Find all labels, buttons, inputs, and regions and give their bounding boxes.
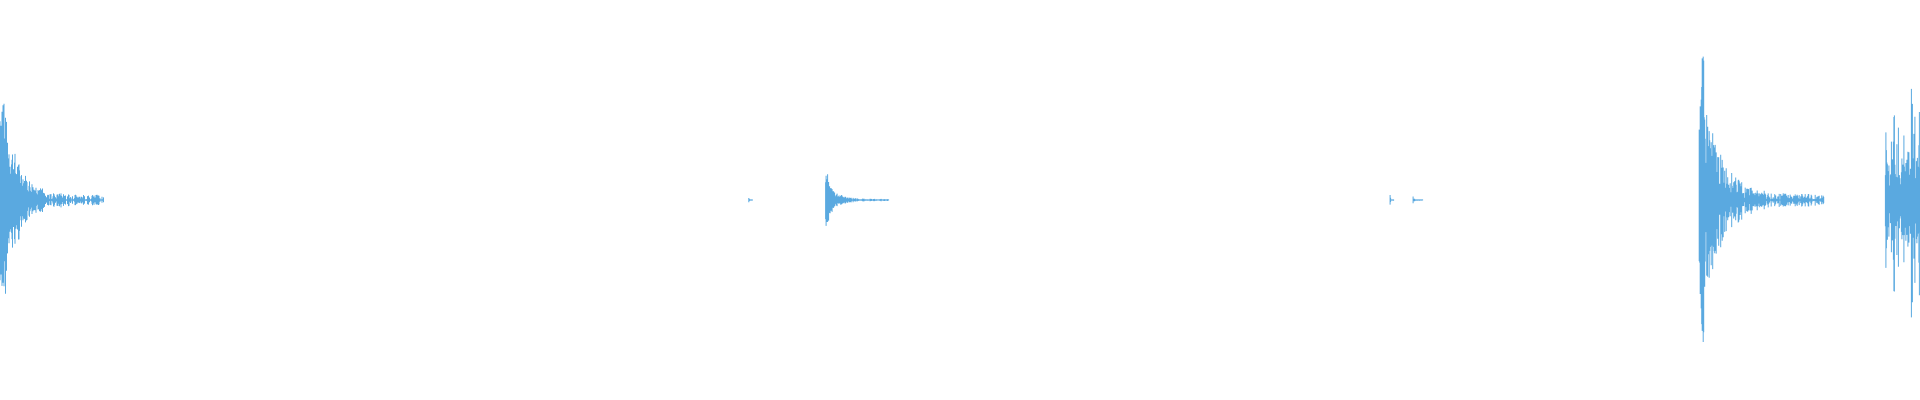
waveform-events	[0, 56, 1920, 342]
waveform-event-burst-3	[1698, 56, 1825, 342]
waveform-event-burst-4	[1884, 88, 1920, 318]
waveform-event-burst-2	[825, 174, 890, 226]
waveform-event-blip-2	[1389, 195, 1395, 205]
waveform-event-blip-3	[1412, 196, 1424, 204]
waveform-event-burst-1	[0, 103, 104, 294]
waveform-event-blip-1	[748, 198, 753, 203]
